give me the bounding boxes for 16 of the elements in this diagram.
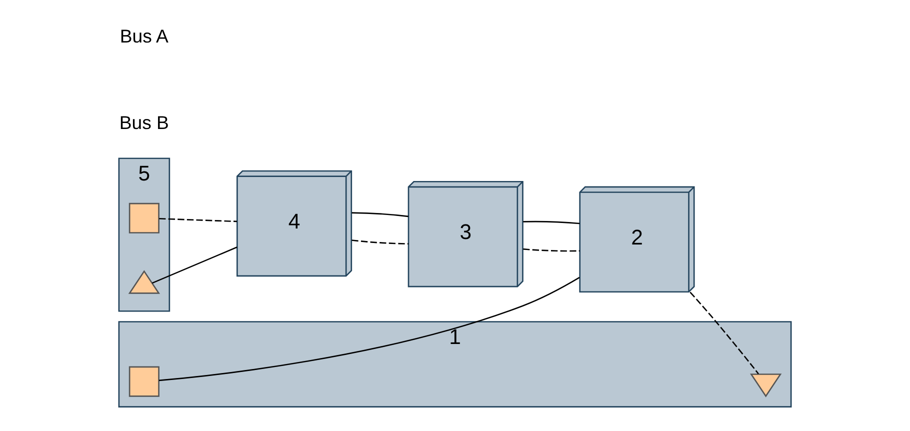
connector: [159, 218, 238, 222]
cluster: 5: [118, 158, 170, 312]
node-triangle: [750, 374, 782, 398]
cluster: 1: [118, 321, 792, 408]
node-box: [128, 202, 160, 234]
connector: [690, 292, 759, 374]
label: Bus B: [119, 112, 169, 133]
connector: [523, 248, 580, 252]
node-box: [128, 366, 160, 397]
connector: [352, 212, 408, 218]
connector: [158, 276, 580, 382]
connector: [523, 220, 580, 224]
label: Bus A: [120, 25, 168, 46]
connector: [352, 240, 408, 244]
connector: [152, 246, 238, 284]
node-triangle: [128, 270, 160, 294]
